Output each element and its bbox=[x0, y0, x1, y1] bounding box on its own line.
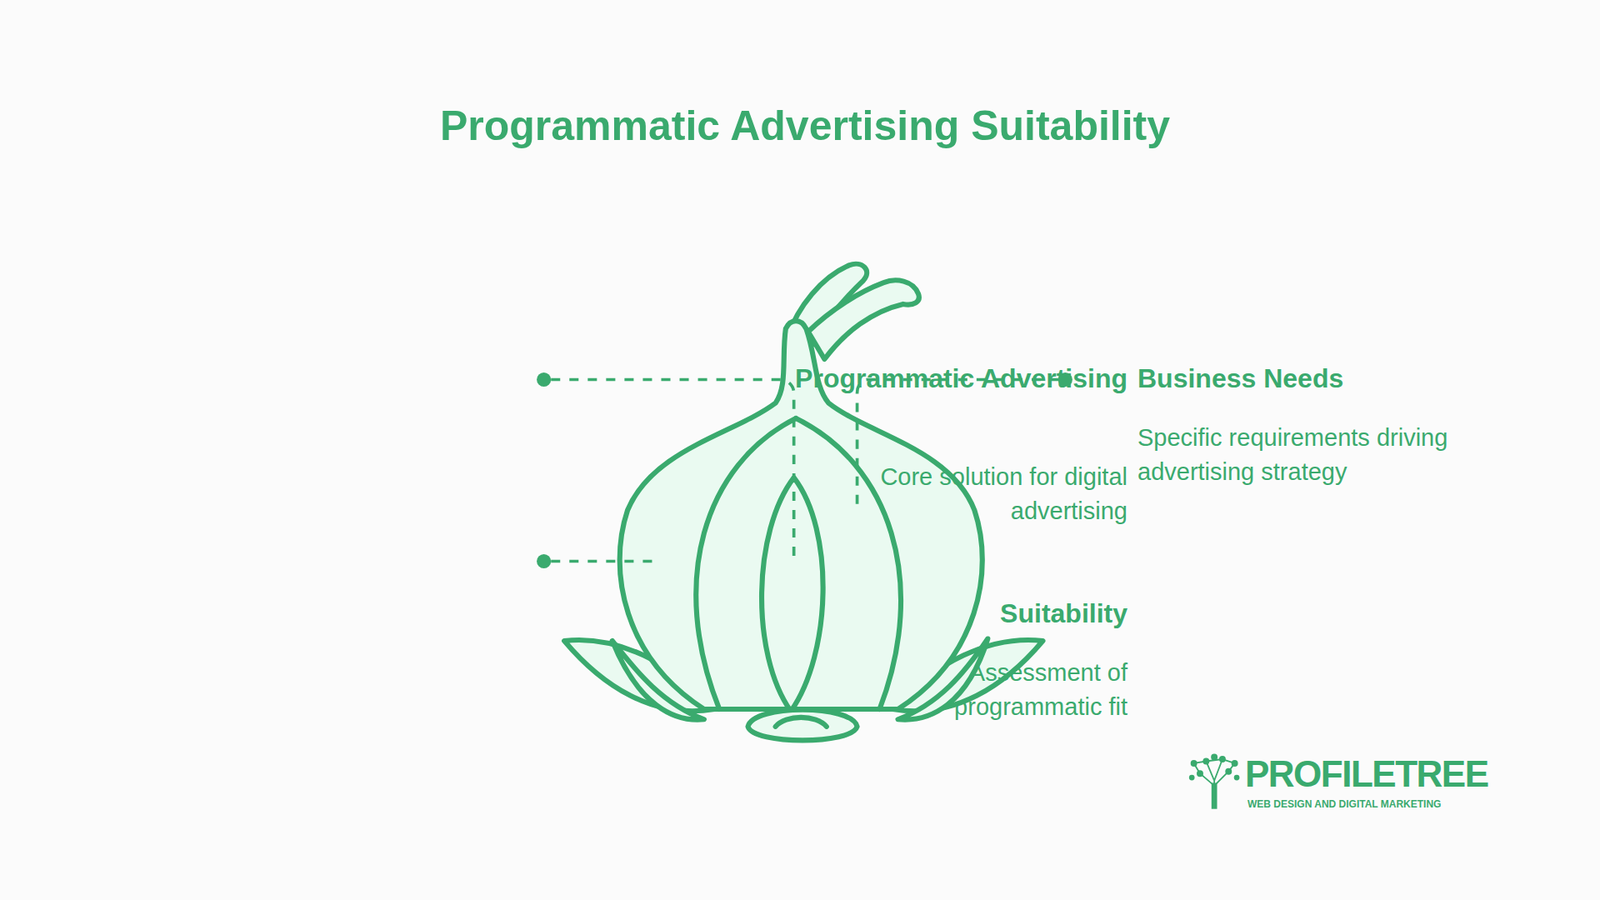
leader-dot bbox=[536, 372, 551, 387]
callout-heading: Business Needs bbox=[1137, 360, 1344, 397]
onion-root bbox=[748, 710, 858, 741]
callout-body: Core solution for digital advertising bbox=[806, 460, 1128, 529]
callout-heading: Suitability bbox=[1000, 595, 1128, 632]
callout-body: Assessment of programmatic fit bbox=[860, 655, 1128, 725]
logo-tagline: WEB DESIGN AND DIGITAL MARKETING bbox=[1247, 798, 1441, 810]
callout-heading: Programmatic Advertising bbox=[795, 360, 1128, 397]
logo-icon bbox=[1190, 755, 1240, 809]
onion-root bbox=[775, 717, 827, 727]
callout-body: Specific requirements driving advertisin… bbox=[1137, 420, 1492, 490]
leader-line bbox=[550, 560, 661, 564]
logo-wordmark: PROFILETREE bbox=[1245, 753, 1489, 795]
leader-dot bbox=[536, 554, 551, 569]
stem-leaf bbox=[808, 280, 920, 360]
diagram-title: Programmatic Advertising Suitability bbox=[0, 101, 1600, 150]
leader-line bbox=[550, 380, 794, 560]
onion-core bbox=[761, 477, 824, 711]
